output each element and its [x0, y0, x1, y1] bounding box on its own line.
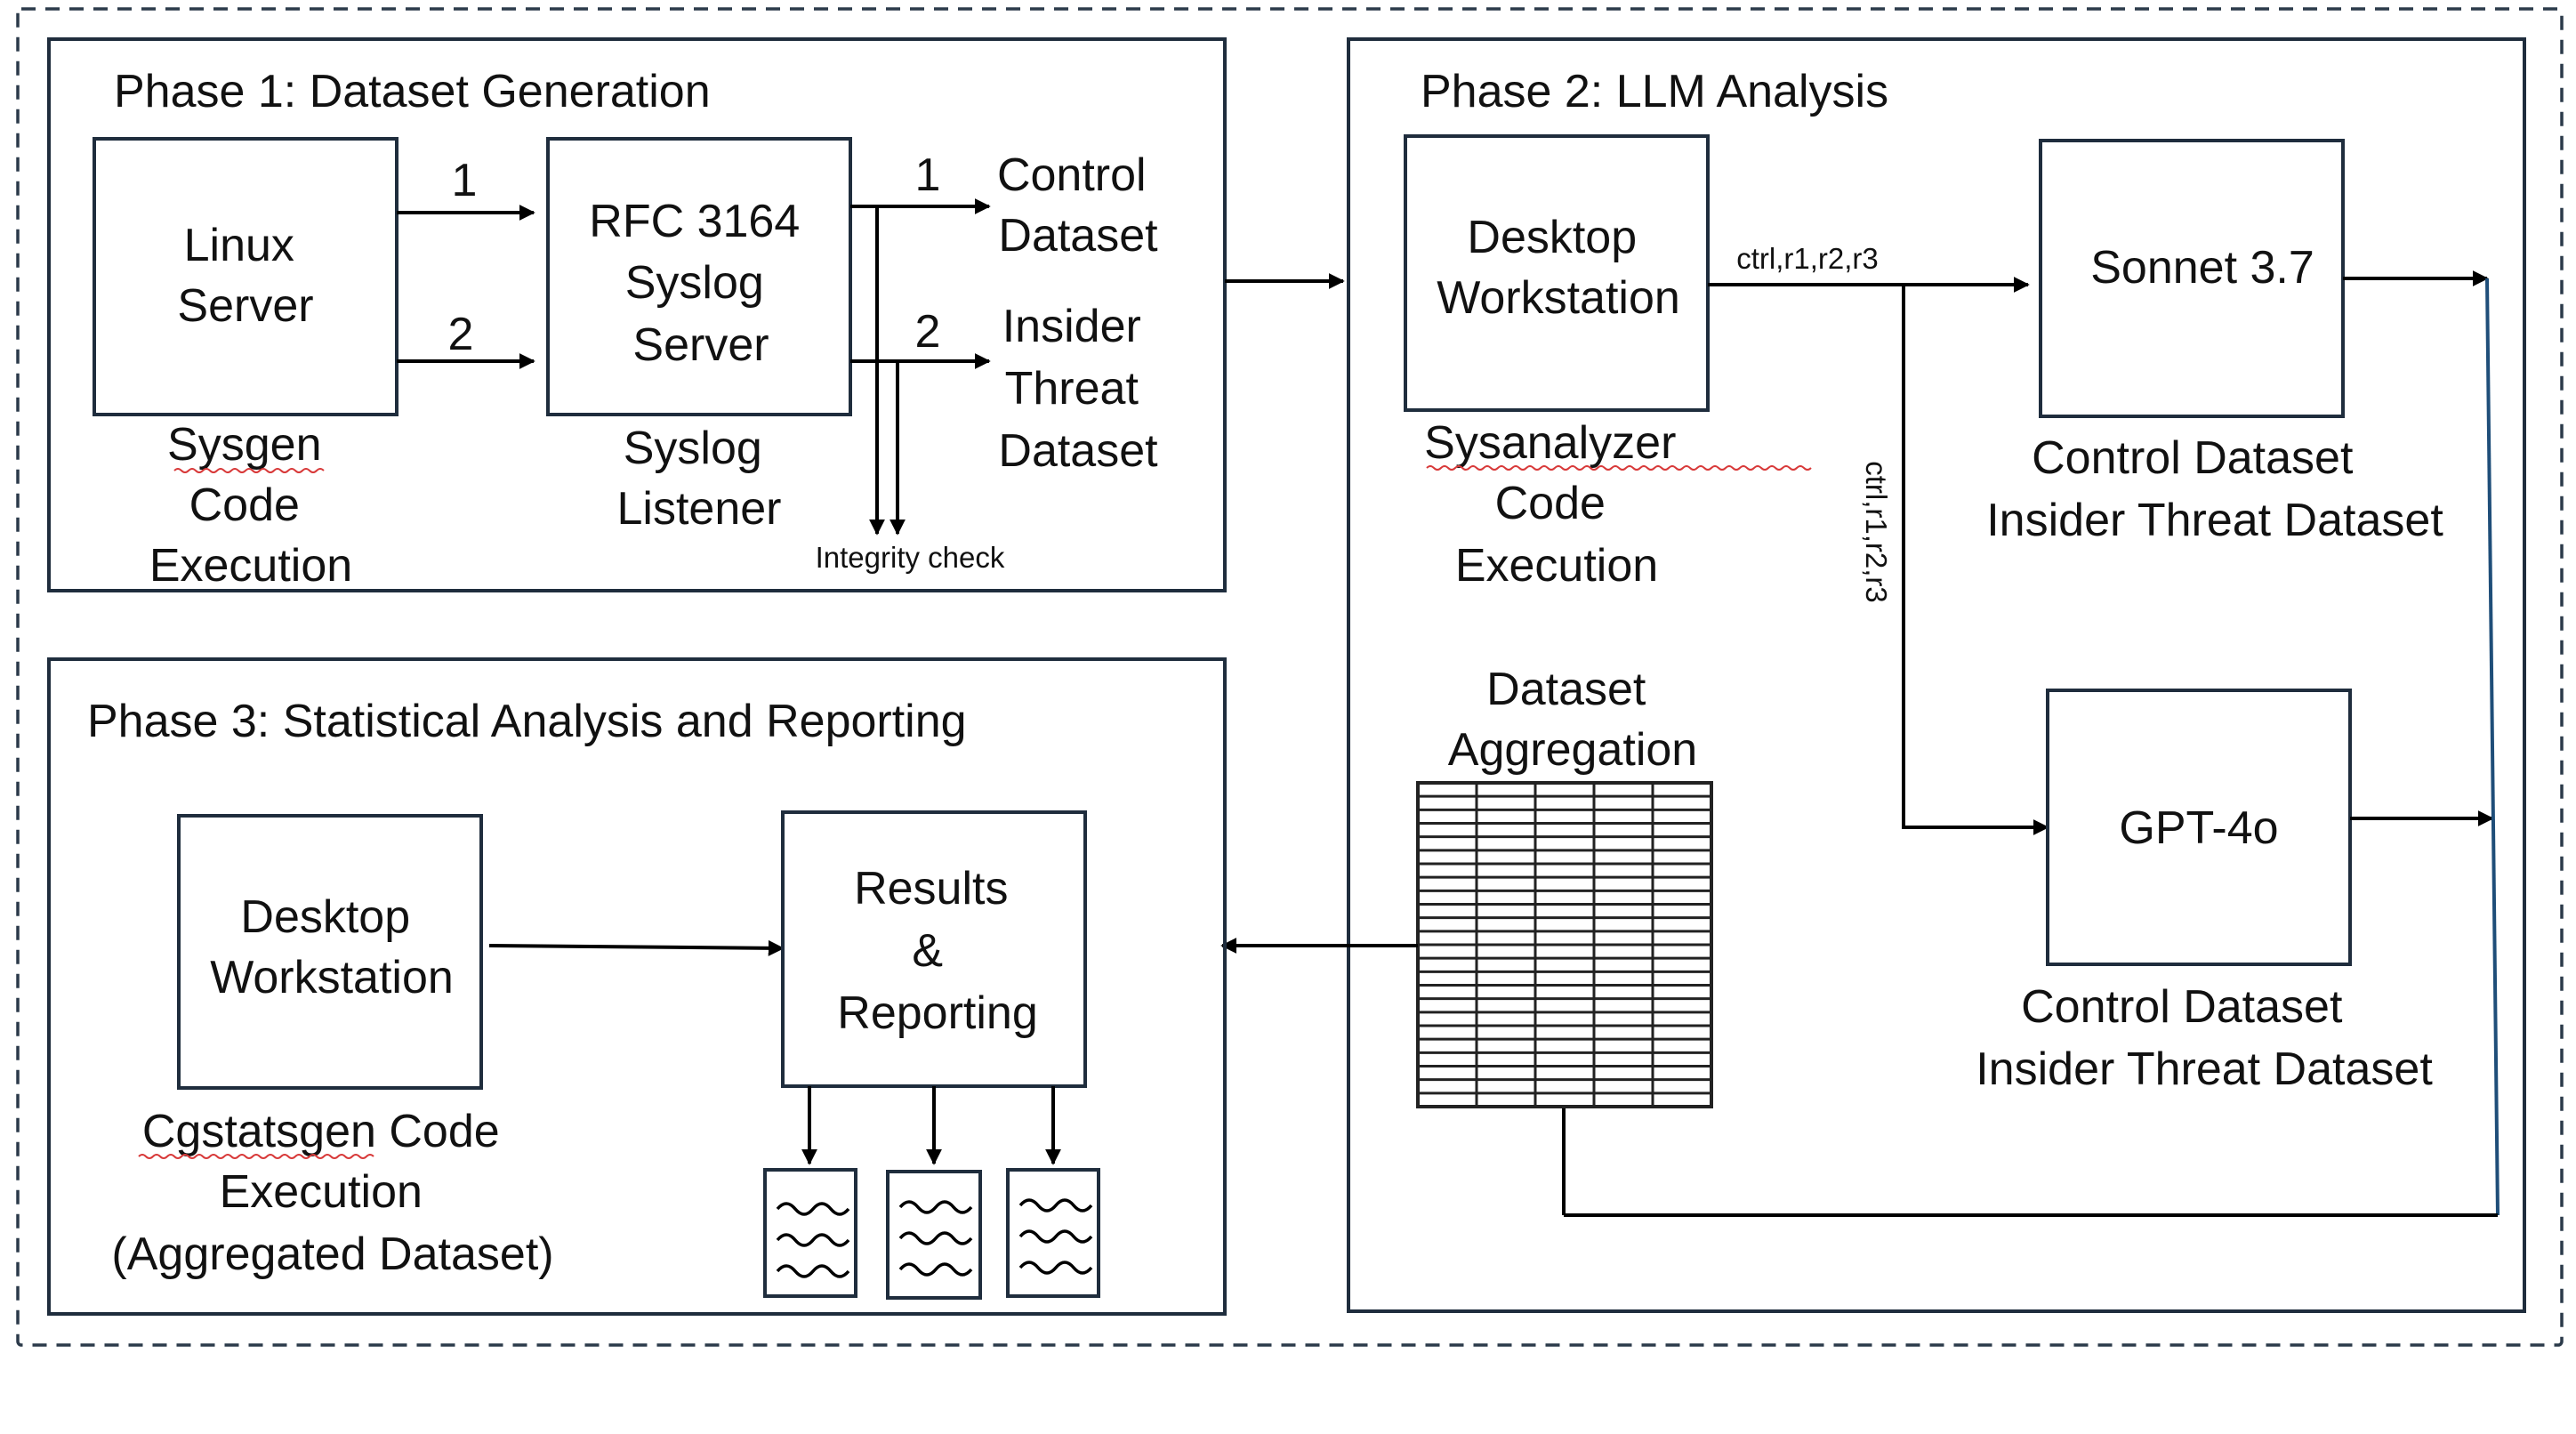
output-label-1: 1 [915, 149, 941, 201]
dataset-aggregation-caption: Dataset Aggregation [1448, 664, 1697, 776]
arrow-label-1: 1 [452, 155, 478, 206]
syslog-listener-caption: Syslog Listener [617, 423, 782, 535]
phase-2-border [1347, 37, 2526, 1313]
gpt-box [2046, 689, 2352, 966]
phase3-workstation-label: Desktop Workstation [210, 891, 454, 1003]
phase2-workstation-box [1404, 134, 1710, 412]
phase-3-panel: Phase 3: Statistical Analysis and Report… [47, 657, 1227, 1316]
outer-dashed-frame [16, 7, 2564, 1347]
arrow-workstation-to-gpt [1902, 285, 2049, 835]
sonnet-box [2039, 139, 2345, 418]
insider-threat-dataset-label: Insider Threat Dataset [998, 301, 1158, 477]
linux-server-label: Linux Server [177, 220, 313, 332]
sonnet-datasets-caption: Control Dataset Insider Threat Dataset [1986, 432, 2443, 546]
phase-1-panel: Phase 1: Dataset Generation Linux Server… [47, 37, 1227, 592]
rfc-syslog-server-box [546, 137, 852, 416]
aggregation-table-icon [1416, 781, 1713, 1108]
results-reporting-label: Results & Reporting [837, 863, 1037, 1039]
phase2-workstation-label: Desktop Workstation [1437, 212, 1680, 324]
edge-label-vertical: ctrl,r1,r2,r3 [1860, 461, 1893, 603]
sonnet-label: Sonnet 3.7 [2090, 242, 2314, 294]
rfc-syslog-server-label: RFC 3164 Syslog Server [589, 196, 812, 371]
arrow-label-2: 2 [448, 309, 474, 360]
results-reporting-box [781, 810, 1087, 1088]
report-document-icon-1 [763, 1168, 857, 1298]
phase-2-title: Phase 2: LLM Analysis [1421, 66, 1888, 117]
sysanalyzer-caption: Sysanalyzer Code Execution [1424, 417, 1689, 592]
phase-3-title: Phase 3: Statistical Analysis and Report… [87, 696, 967, 747]
cgstatsgen-caption: Cgstatsgen Code Execution (Aggregated Da… [111, 1106, 553, 1280]
sysgen-caption: Sysgen Code Execution [149, 419, 352, 592]
phase-1-title: Phase 1: Dataset Generation [114, 66, 711, 117]
control-dataset-label: Control Dataset [997, 149, 1159, 262]
collector-line [2485, 278, 2500, 1216]
phase-2-panel: Phase 2: LLM Analysis Desktop Workstatio… [1347, 37, 2526, 1313]
phase3-workstation-box [177, 814, 483, 1090]
phase-1-border [47, 37, 1227, 592]
gpt-label: GPT-4o [2119, 802, 2278, 854]
spellcheck-underline-sysanalyzer [1426, 465, 1812, 471]
edge-label-horizontal: ctrl,r1,r2,r3 [1736, 242, 1879, 275]
report-document-icon-3 [1006, 1168, 1100, 1298]
spellcheck-underline-cgstatsgen [138, 1154, 374, 1159]
output-label-2: 2 [915, 306, 941, 358]
arrow-workstation-to-results [488, 939, 785, 956]
phase-3-border [47, 657, 1227, 1316]
linux-server-box [93, 137, 398, 416]
gpt-datasets-caption: Control Dataset Insider Threat Dataset [1976, 981, 2433, 1095]
report-document-icon-2 [886, 1170, 982, 1300]
spellcheck-underline-sysgen [173, 468, 325, 473]
integrity-check-label: Integrity check [816, 541, 1005, 574]
